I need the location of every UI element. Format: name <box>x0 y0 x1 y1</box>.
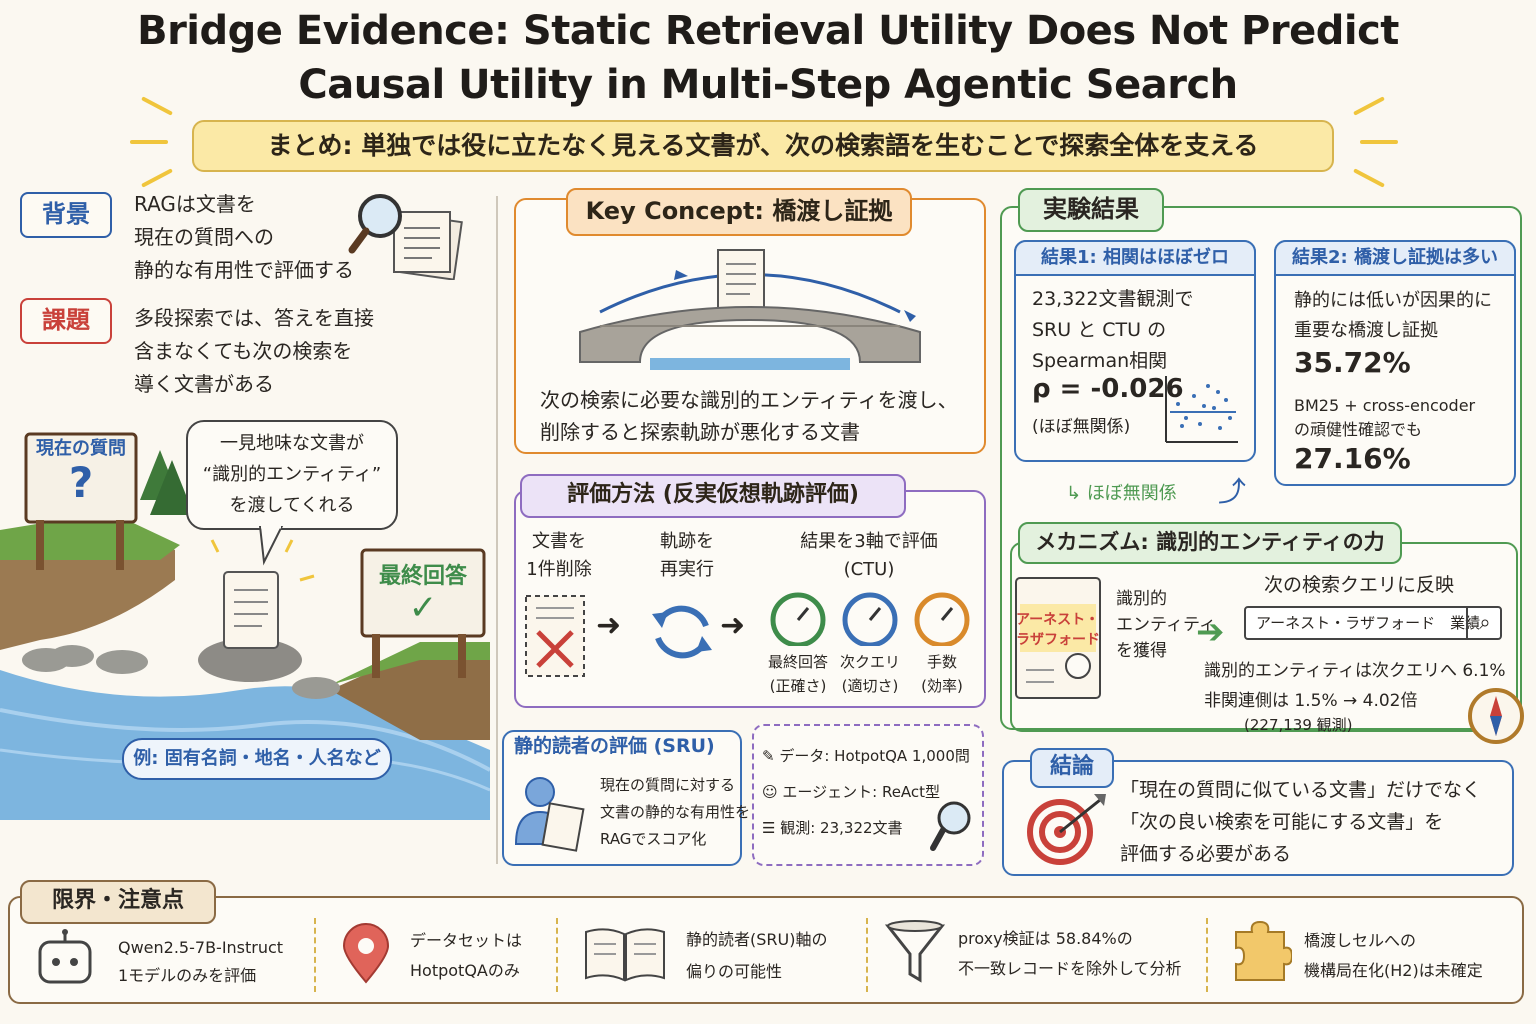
result2-header: 結果2: 橋渡し証拠は多い <box>1274 240 1516 276</box>
book-icon <box>585 928 665 982</box>
problem-text: 多段探索では、答えを直接 含まなくても次の検索を 導く文書がある <box>134 306 374 396</box>
speech-bubble: 一見地味な文書が “識別的エンティティ” を渡してくれる <box>186 420 398 530</box>
green-arrow-icon: ➔ <box>1196 612 1225 652</box>
data-info-agent: エージェント: ReAct型 <box>782 783 941 801</box>
mechanism-stat-2: 非関連側は 1.5% → 4.02倍 <box>1204 691 1418 711</box>
data-info-list: ✎ データ: HotpotQA 1,000問 ☺ エージェント: ReAct型 … <box>762 738 970 846</box>
mechanism-header: メカニズム: 識別的エンティティの力 <box>1018 522 1402 564</box>
arrow-note: ↳ ほぼ無関係 <box>1066 483 1177 504</box>
ray-decoration <box>1353 168 1385 188</box>
deleted-document-icon <box>525 595 585 677</box>
search-icon[interactable]: ⌕ <box>1466 606 1502 640</box>
result1-note: (ほぼ無関係) <box>1032 417 1131 437</box>
ray-decoration <box>141 168 173 188</box>
question-mark-icon: ? <box>68 458 94 507</box>
gauge-query-icon <box>842 592 898 646</box>
result2-text: 静的には低いが因果的に 重要な橋渡し証拠 <box>1294 290 1492 341</box>
problem-tag: 課題 <box>20 298 112 344</box>
gauge-accuracy-icon <box>770 592 826 646</box>
key-concept-text: 次の検索に必要な識別的エンティティを渡し、 削除すると探索軌跡が悪化する文書 <box>540 388 958 444</box>
result2-note: BM25 + cross-encoder の頑健性確認でも <box>1294 396 1476 439</box>
entity-document-icon <box>1015 577 1101 699</box>
document-search-icon <box>348 194 463 280</box>
conclusion-text: 「現在の質問に似ている文書」だけでなく 「次の良い検索を可能にする文書」を 評価… <box>1120 779 1482 865</box>
target-icon <box>1027 794 1106 865</box>
result1-rho: ρ = -0.026 <box>1032 374 1184 404</box>
limit-item-4: proxy検証は 58.84%の不一致レコードを除外して分析 <box>958 929 1182 978</box>
arrow-right-icon: ➜ <box>720 608 746 643</box>
background-tag: 背景 <box>20 192 112 238</box>
result1-header: 結果1: 相関はほぼゼロ <box>1014 240 1256 276</box>
method-step-rerun: 軌跡を再実行 <box>660 531 714 580</box>
mechanism-stat-1: 識別的エンティティは次クエリへ 6.1% <box>1204 661 1506 681</box>
magnifier-icon <box>930 801 971 851</box>
title-line-2: Causal Utility in Multi-Step Agentic Sea… <box>298 62 1238 108</box>
result2-card <box>1274 240 1516 486</box>
method-step-evaluate: 結果を3軸で評価(CTU) <box>800 531 938 580</box>
limit-divider <box>866 918 868 992</box>
gauge-label-query: 次クエリ(適切さ) <box>839 653 900 695</box>
puzzle-icon <box>1235 920 1292 981</box>
edit-icon: ✎ <box>762 747 775 765</box>
gauge-icons <box>770 592 970 646</box>
conclusion-header: 結論 <box>1030 748 1114 788</box>
result1-text: 23,322文書観測で SRU と CTU の Spearman相関 <box>1032 288 1194 372</box>
sign-final-answer: 最終回答 <box>378 564 467 589</box>
sru-text: 現在の質問に対する 文書の静的な有用性を RAGでスコア化 <box>600 776 751 848</box>
checkmark-icon: ✓ <box>408 588 438 628</box>
results-header: 実験結果 <box>1018 188 1164 232</box>
gauge-label-efficiency: 手数(効率) <box>921 653 963 695</box>
map-pin-icon <box>342 923 390 984</box>
reader-person-icon <box>514 777 585 852</box>
key-concept-header: Key Concept: 橋渡し証拠 <box>566 188 912 236</box>
list-icon: ☰ <box>762 819 776 837</box>
ray-decoration <box>1360 140 1398 144</box>
limitations-header: 限界・注意点 <box>20 880 216 924</box>
limit-item-5: 橋渡しセルへの機構局在化(H2)は未確定 <box>1304 931 1483 980</box>
data-info-card <box>752 724 984 866</box>
method-header: 評価方法 (反実仮想軌跡評価) <box>520 474 906 518</box>
query-input[interactable]: アーネスト・ラザフォード 業績 <box>1244 606 1502 640</box>
result1-card <box>1014 240 1256 462</box>
ray-decoration <box>130 140 168 144</box>
limit-divider <box>314 918 316 992</box>
gauge-efficiency-icon <box>914 592 970 646</box>
sign-current-question: 現在の質問 <box>36 438 126 459</box>
refresh-icon <box>652 605 712 659</box>
result2-value-1: 35.72% <box>1294 346 1411 379</box>
data-info-obs: 観測: 23,322文書 <box>780 819 903 837</box>
mechanism-acquire: 識別的 エンティティ を獲得 <box>1116 589 1216 661</box>
bridge-icon <box>579 249 921 370</box>
data-info-data: データ: HotpotQA 1,000問 <box>779 747 970 765</box>
column-divider <box>496 196 498 864</box>
bubble-tail-icon <box>258 526 284 566</box>
result2-value-2: 27.16% <box>1294 442 1411 475</box>
example-pill: 例: 固有名詞・地名・人名など <box>122 738 392 780</box>
gauge-label-accuracy: 最終回答(正確さ) <box>767 653 828 695</box>
summary-banner: まとめ: 単独では役に立たなく見える文書が、次の検索語を生むことで探索全体を支え… <box>192 120 1334 172</box>
robot-icon <box>38 929 92 984</box>
agent-icon: ☺ <box>762 783 778 801</box>
scatter-plot-icon <box>1165 376 1238 443</box>
funnel-icon <box>884 920 946 983</box>
limit-divider <box>1206 918 1208 992</box>
compass-icon <box>1468 688 1524 744</box>
limit-divider <box>556 918 558 992</box>
corner-arrow-icon: ↳ <box>1066 483 1087 504</box>
query-title: 次の検索クエリに反映 <box>1264 574 1455 596</box>
entity-highlight: アーネスト・ ラザフォード <box>1016 612 1100 648</box>
method-card <box>514 490 986 708</box>
arrow-right-icon: ➜ <box>596 608 622 643</box>
mechanism-stat-3: (227,139 観測) <box>1244 716 1353 734</box>
background-text: RAGは文書を 現在の質問への 静的な有用性で評価する <box>134 192 354 282</box>
sru-header: 静的読者の評価 (SRU) <box>514 735 715 757</box>
limit-item-3: 静的読者(SRU)軸の偏りの可能性 <box>686 930 828 981</box>
title-line-1: Bridge Evidence: Static Retrieval Utilit… <box>137 8 1399 54</box>
curved-arrow-icon: ⤴ <box>1218 475 1247 508</box>
